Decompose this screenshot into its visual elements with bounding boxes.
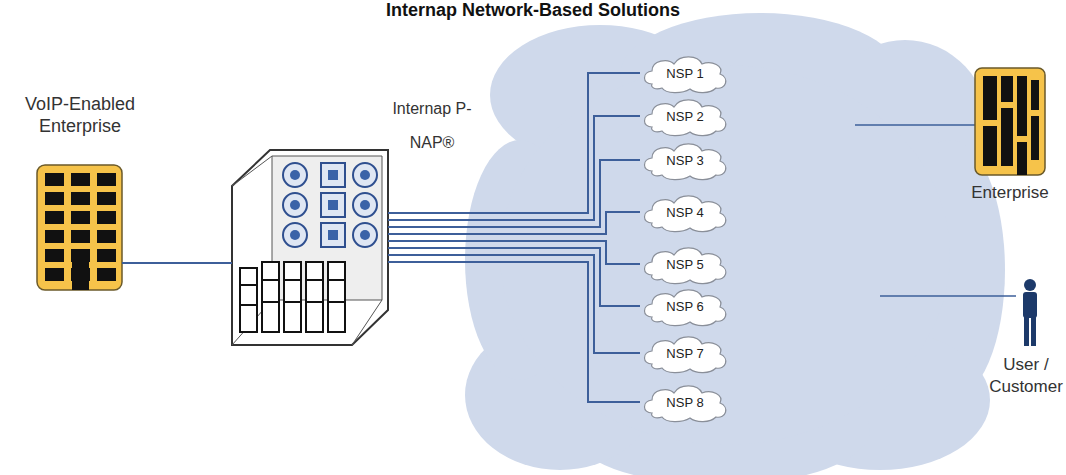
- access-line: [880, 295, 1016, 297]
- network-link: [388, 212, 640, 234]
- building-node: Enterprise: [975, 68, 1045, 175]
- diagram-title: Internap Network-Based Solutions: [0, 0, 1066, 21]
- node-label: Enterprise: [963, 182, 1057, 203]
- nsp-label: NSP 5: [666, 257, 703, 272]
- network-link: [388, 241, 640, 264]
- internet-cloud: [465, 13, 1005, 475]
- nsp-label: NSP 6: [666, 299, 703, 314]
- nsp-cloud: NSP 8: [640, 381, 730, 423]
- network-link: [388, 160, 640, 227]
- nsp-label: NSP 1: [666, 66, 703, 81]
- person-node: User / Customer: [1016, 278, 1044, 348]
- nsp-cloud: NSP 6: [640, 285, 730, 327]
- facility-node: Internap P-NAP®: [232, 150, 388, 345]
- nsp-label: NSP 7: [666, 346, 703, 361]
- network-link: [388, 248, 640, 306]
- nsp-cloud: NSP 4: [640, 191, 730, 233]
- node-label: User / Customer: [983, 354, 1066, 398]
- access-line: [855, 124, 975, 126]
- nsp-cloud: NSP 5: [640, 243, 730, 285]
- pnap-facility: [232, 150, 388, 345]
- nsp-label: NSP 2: [666, 109, 703, 124]
- nsp-cloud: NSP 3: [640, 139, 730, 181]
- network-link: [388, 73, 640, 213]
- nsp-cloud: NSP 1: [640, 52, 730, 94]
- person-icon: [1023, 279, 1037, 346]
- nsp-label: NSP 4: [666, 205, 703, 220]
- network-link: [122, 262, 232, 264]
- node-label: Internap P-NAP®: [392, 92, 472, 160]
- building-icon: [37, 165, 122, 290]
- nsp-label: NSP 3: [666, 153, 703, 168]
- network-link: [388, 262, 640, 402]
- building-node: VoIP-Enabled Enterprise: [37, 165, 122, 290]
- nsp-cloud: NSP 2: [640, 95, 730, 137]
- nsp-label: NSP 8: [666, 395, 703, 410]
- building-icon: [975, 68, 1045, 175]
- node-label: VoIP-Enabled Enterprise: [9, 93, 151, 137]
- network-link: [388, 116, 640, 220]
- network-link: [388, 255, 640, 353]
- nsp-cloud: NSP 7: [640, 332, 730, 374]
